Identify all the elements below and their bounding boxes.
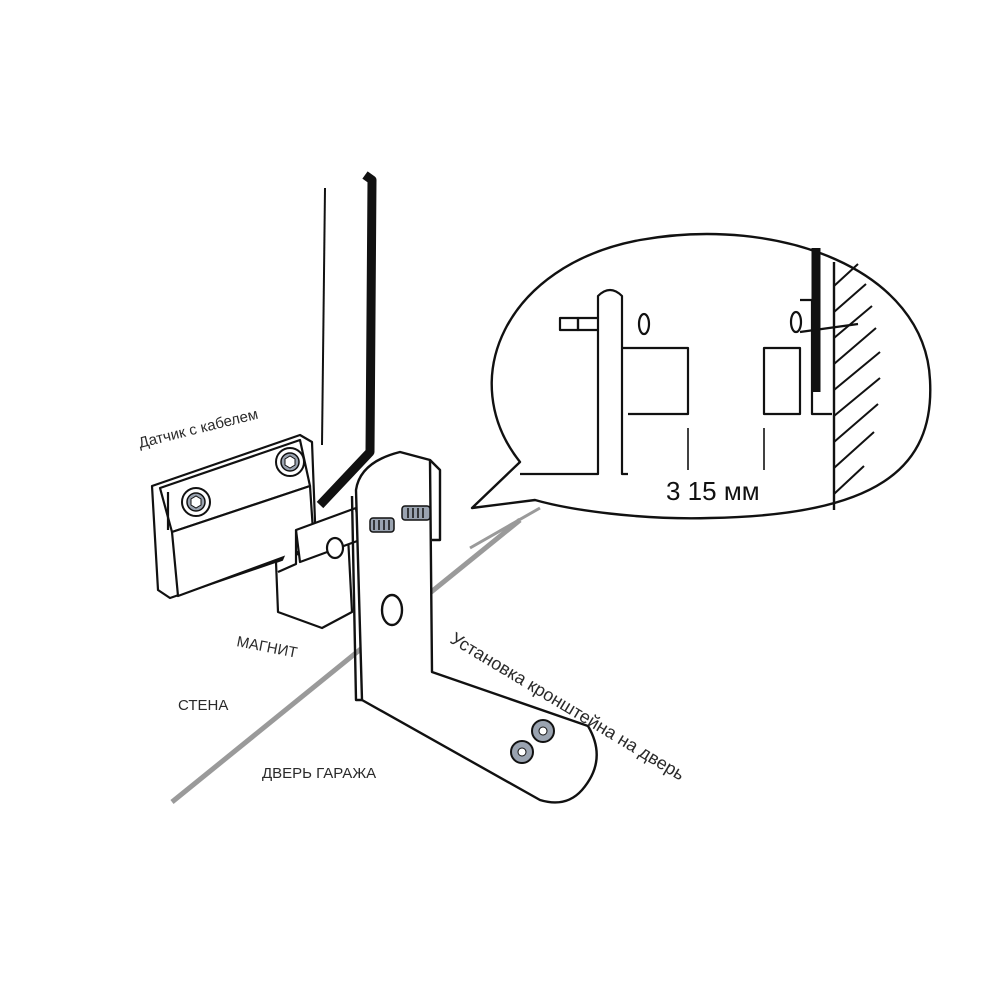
magnet-block — [274, 506, 362, 630]
floor-line-short — [469, 506, 541, 550]
bracket-bolt-1-icon — [369, 517, 395, 533]
label-sensor: Датчик с кабелем — [137, 406, 260, 452]
label-door: ДВЕРЬ ГАРАЖА — [262, 765, 376, 782]
bracket-nut-2-icon — [510, 740, 534, 764]
label-gap: 3 15 мм — [666, 476, 760, 506]
floor-line — [170, 518, 522, 804]
bracket-bolt-2-icon — [401, 505, 431, 521]
sensor-screw-right-icon — [275, 447, 305, 477]
door-bracket — [350, 450, 598, 804]
sensor-cable — [316, 171, 377, 509]
detail-bracket — [520, 288, 690, 476]
sensor-screw-left-icon — [181, 487, 211, 517]
wall-hatching — [833, 263, 881, 495]
bracket-nut-1-icon — [531, 719, 555, 743]
wall-edge — [321, 187, 326, 446]
label-wall: СТЕНА — [178, 697, 228, 714]
label-magnet: МАГНИТ — [235, 633, 299, 661]
